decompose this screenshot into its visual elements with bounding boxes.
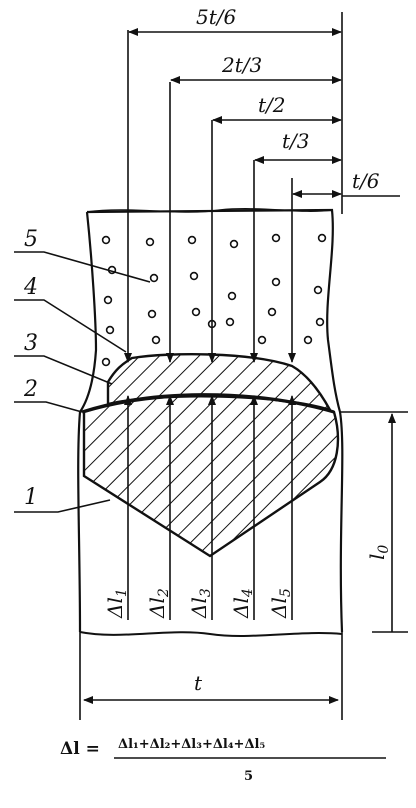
svg-text:Δl2: Δl2 [145,588,172,619]
callout-leaders [14,251,151,513]
powder-dot [189,271,199,281]
powder-dot [257,335,267,345]
width-dimension [79,632,343,720]
svg-text:Δl3: Δl3 [187,588,214,619]
callout-label-1: 1 [24,485,38,510]
svg-text:Δl4: Δl4 [229,588,256,619]
fusion-zone-1 [82,394,340,558]
powder-dot [191,307,201,317]
powder-dot [227,291,237,301]
torn-bottom-edge [79,631,343,637]
delta-label-3: Δl3 [187,588,214,619]
powder-dot [103,295,113,305]
powder-dot [101,357,111,367]
powder-dot [315,317,325,327]
height-label: l0 [365,545,392,560]
specimen-outline [77,208,344,633]
powder-dot [105,325,115,335]
delta-label-5: Δl5 [267,588,294,619]
dim-label-2t3: 2t/3 [221,53,262,77]
svg-text:Δl5: Δl5 [267,588,294,619]
dim-label-t2: t/2 [258,93,286,117]
svg-text:l0: l0 [365,545,392,560]
formula-lhs: Δl = [60,739,100,759]
powder-dot [267,307,277,317]
fusion-line-2 [81,393,335,414]
formula: Δl = Δl₁+Δl₂+Δl₃+Δl₄+Δl₅ 5 [60,737,386,784]
callout-label-5: 5 [24,227,38,252]
dim-label-t6: t/6 [352,169,380,193]
measurement-lines [124,30,296,620]
powder-dot [271,277,281,287]
dim-label-t3: t/3 [282,129,310,153]
formula-numerator: Δl₁+Δl₂+Δl₃+Δl₄+Δl₅ [118,737,265,752]
powder-dot [271,233,281,243]
svg-text:Δl1: Δl1 [103,588,130,619]
width-label: t [194,671,203,695]
powder-dot [145,237,155,247]
formula-denominator: 5 [244,769,253,784]
callout-label-3: 3 [24,331,38,356]
callout-label-4: 4 [23,275,38,300]
powder-dot [317,233,327,243]
powder-dot [149,273,159,283]
powder-dot [313,285,323,295]
powder-dot [101,235,111,245]
powder-dot [303,335,313,345]
powder-dot [187,235,197,245]
delta-labels: Δl1 Δl2 Δl3 Δl4 Δl5 [103,588,294,619]
dim-label-5t6: 5t/6 [196,5,237,29]
powder-dot [225,317,235,327]
powder-dot [229,239,239,249]
powder-dots [101,233,327,367]
callout-label-2: 2 [23,377,38,402]
delta-label-4: Δl4 [229,588,256,619]
powder-dot [151,335,161,345]
delta-label-2: Δl2 [145,588,172,619]
torn-top-edge [86,208,333,213]
height-dimension [340,411,408,633]
dimension-lines [128,12,400,214]
delta-label-1: Δl1 [103,588,130,619]
powder-dot [147,309,157,319]
